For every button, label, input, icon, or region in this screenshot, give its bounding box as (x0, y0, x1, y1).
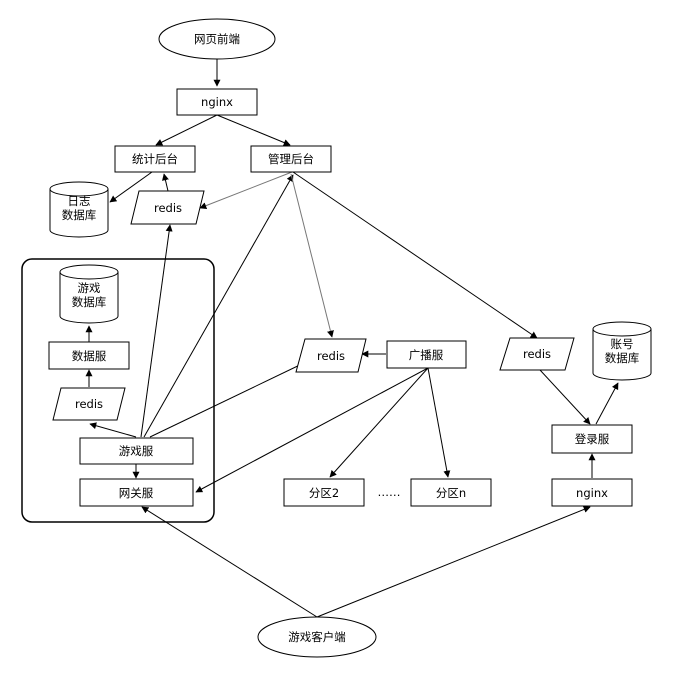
game-server-label: 游戏服 (119, 444, 154, 458)
game-db-label-line2: 数据库 (72, 295, 107, 309)
edge-client-to-gateway (141, 506, 318, 618)
redis-stats-node (130, 190, 205, 225)
stats-backend-label: 统计后台 (132, 152, 178, 166)
partition-n-node (410, 478, 492, 507)
gateway-server-label: 网关服 (119, 486, 154, 500)
edge-broadcast-to-gateway (195, 367, 429, 493)
admin-backend-node (250, 145, 332, 173)
edge-stats-to-logdb (109, 171, 153, 203)
nginx-top-label: nginx (201, 95, 233, 109)
log-db-label-line2: 数据库 (62, 208, 97, 222)
web-frontend-label: 网页前端 (194, 32, 240, 46)
data-server-label: 数据服 (72, 349, 107, 363)
nginx-bottom-label: nginx (576, 486, 608, 500)
edge-nginx-to-admin (216, 114, 291, 146)
game-client-node (257, 616, 377, 658)
redis-login-node (499, 337, 575, 371)
data-server-node (48, 341, 130, 370)
login-server-label: 登录服 (575, 432, 610, 446)
account-db-label-line1: 账号 (611, 337, 634, 351)
ellipsis-label: …… (378, 485, 401, 499)
redis-login-label: redis (523, 347, 551, 361)
edge-gameserver-to-redis-stats (140, 224, 173, 438)
log-db-node (49, 181, 109, 238)
gateway-server-node (79, 478, 194, 507)
redis-broadcast-node (295, 338, 367, 373)
edges (85, 58, 619, 618)
redis-game-label: redis (75, 397, 103, 411)
edge-loginserver-to-accountdb (595, 382, 619, 425)
edge-redis-login-to-loginserver (539, 369, 591, 425)
edge-broadcast-to-partition2 (329, 367, 429, 478)
broadcast-server-label: 广播服 (409, 348, 444, 362)
edge-admin-to-redis-login (292, 171, 538, 339)
broadcast-server-node (386, 340, 467, 369)
edge-nginx-to-stats (155, 114, 218, 146)
edge-admin-to-redis-broadcast (290, 173, 334, 338)
edge-redis-to-stats (162, 173, 169, 192)
edge-gameserver-to-admin (143, 174, 294, 438)
log-db-label-line1: 日志 (68, 194, 91, 208)
redis-stats-label: redis (154, 201, 182, 215)
game-db-label-line1: 游戏 (78, 281, 101, 295)
edge-broadcast-to-partitionn (427, 367, 451, 478)
game-server-node (79, 437, 194, 465)
edge-gameserver-to-redis (89, 422, 137, 438)
edge-admin-to-redis-stats (199, 171, 293, 209)
account-db-node (592, 321, 652, 381)
partition-2-label: 分区2 (309, 486, 339, 500)
edge-gameserver-to-redis-broadcast (149, 361, 307, 438)
game-cluster-group (21, 258, 215, 523)
nginx-top-node (176, 88, 258, 116)
login-server-node (551, 424, 633, 454)
partition-n-label: 分区n (436, 486, 466, 500)
partition-2-node (283, 478, 365, 507)
admin-backend-label: 管理后台 (268, 152, 314, 166)
web-frontend-node (158, 18, 276, 60)
account-db-label-line2: 数据库 (605, 351, 640, 365)
edge-client-to-nginx-bottom (316, 506, 591, 618)
game-client-label: 游戏客户端 (288, 630, 346, 644)
redis-broadcast-label: redis (317, 349, 345, 363)
nginx-bottom-node (551, 478, 633, 507)
stats-backend-node (114, 145, 196, 173)
game-db-node (59, 264, 119, 324)
redis-game-node (52, 387, 126, 421)
